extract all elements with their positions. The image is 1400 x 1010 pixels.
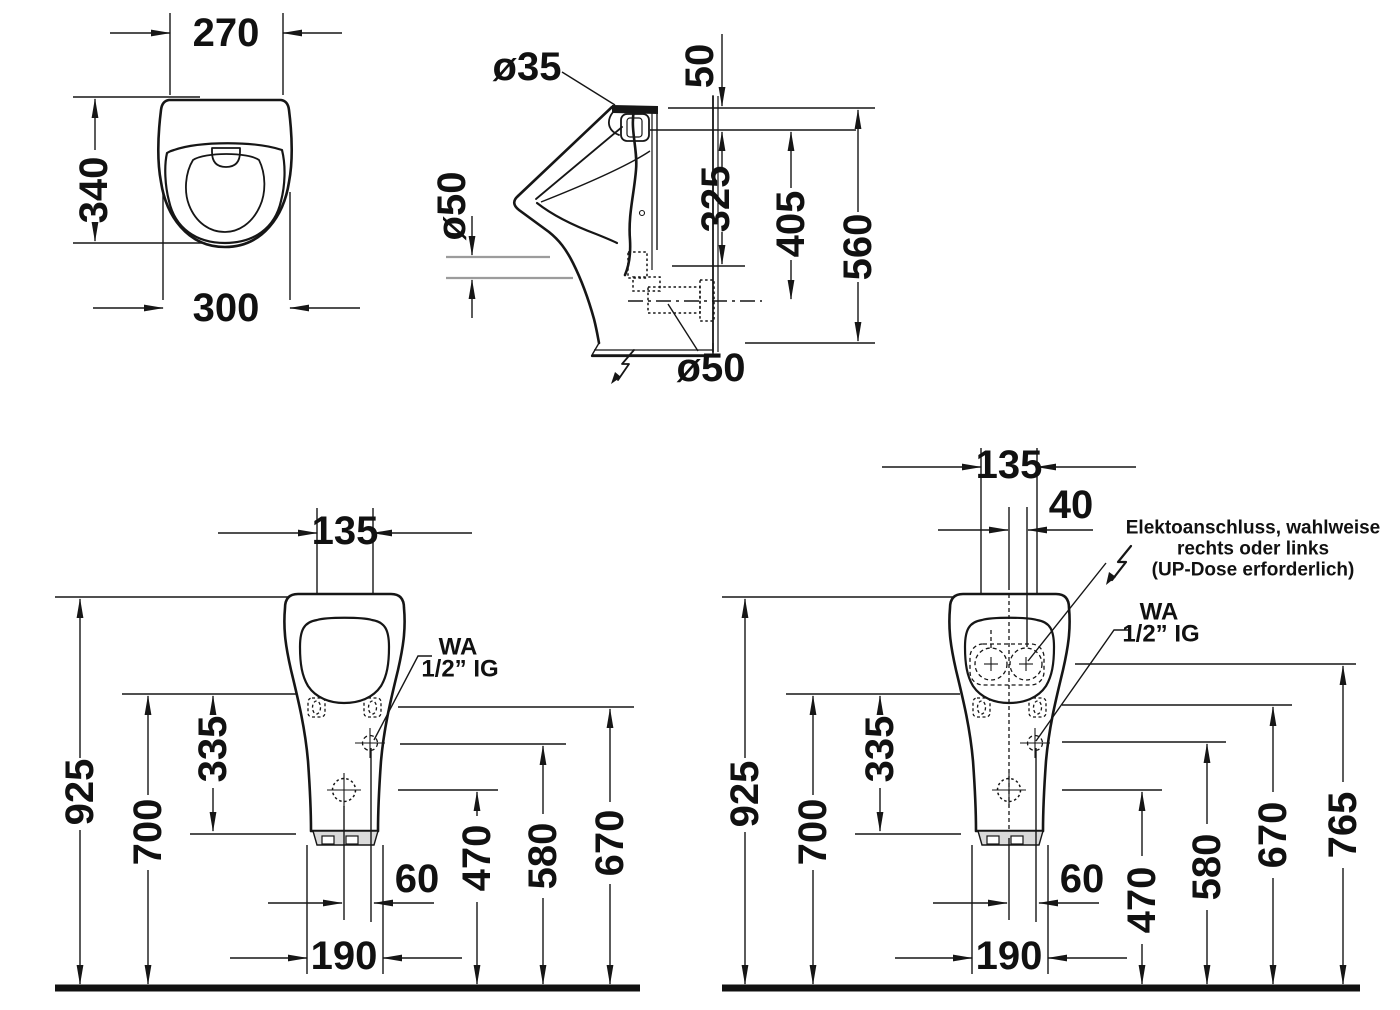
fixing-hole-left (307, 697, 326, 718)
dim-o50-bottom: ø50 (677, 346, 746, 390)
wa-size-label-left: 1/2” IG (421, 656, 498, 683)
water-connection-label-right: WA 1/2” IG (1035, 599, 1200, 742)
dim-left-135: 135 (218, 508, 472, 593)
dim-o50-left: ø50 (430, 172, 474, 241)
dim-470-left: 470 (455, 825, 499, 892)
dim-left-670: 670 (398, 706, 634, 985)
dim-side-560: 560 (745, 109, 880, 344)
dim-50: 50 (678, 44, 722, 89)
dim-right-60: 60 (933, 748, 1104, 922)
dim-580-left: 580 (521, 823, 565, 890)
dim-left-190: 190 (230, 845, 462, 978)
wall-section (712, 95, 719, 353)
dim-925-right: 925 (723, 761, 767, 828)
dim-right-135: 135 (882, 443, 1136, 593)
dim-700-left: 700 (126, 799, 170, 866)
dim-325: 325 (694, 166, 738, 233)
water-connection-label-left: WA 1/2” IG (373, 634, 499, 741)
dim-right-700: 700 (786, 693, 960, 985)
dim-side-outlet-dia: ø50 (430, 172, 573, 318)
dim-405: 405 (769, 191, 813, 258)
dim-right-190: 190 (895, 845, 1127, 978)
updose-connections (969, 594, 1045, 830)
dim-470-right: 470 (1120, 867, 1164, 934)
dim-580-right: 580 (1185, 834, 1229, 901)
dim-front-width-bottom: 300 (93, 192, 360, 330)
dim-300: 300 (193, 286, 260, 330)
dim-right-670: 670 (1062, 704, 1295, 985)
spreader-front (211, 147, 241, 168)
electric-note-line3: (UP-Dose erforderlich) (1152, 560, 1355, 581)
dim-side-drain-pipe: ø50 (667, 303, 746, 390)
dim-765-right: 765 (1321, 792, 1365, 859)
dim-right-470: 470 (1062, 789, 1164, 985)
dim-335-left: 335 (191, 716, 235, 783)
dim-670-right: 670 (1251, 802, 1295, 869)
electric-note-line1: Elektoanschluss, wahlweise (1126, 518, 1381, 539)
front-view: 270 340 300 (72, 11, 360, 330)
dim-left-470: 470 (398, 789, 499, 985)
dim-side-50: 50 (650, 34, 875, 131)
install-view-right: 135 40 925 700 335 (722, 443, 1381, 992)
urinal-front-outline (157, 98, 293, 249)
wa-size-label-right: 1/2” IG (1122, 621, 1199, 648)
inlet-spreader (620, 113, 650, 142)
dim-560: 560 (836, 214, 880, 281)
lightning-bolt-icon-small (611, 349, 635, 384)
fixing-hole-right (363, 697, 382, 718)
dim-60-left: 60 (395, 857, 440, 901)
dim-left-335: 335 (190, 695, 296, 835)
dim-left-700: 700 (122, 693, 296, 985)
dim-60-right: 60 (1060, 857, 1105, 901)
dim-340: 340 (72, 157, 116, 224)
dim-190-right: 190 (976, 934, 1043, 978)
electric-connection-note: Elektoanschluss, wahlweise rechts oder l… (1027, 518, 1381, 662)
dim-side-405: 405 (769, 131, 813, 300)
wa-label-right: WA (1140, 599, 1179, 626)
dim-right-40: 40 (938, 483, 1093, 647)
dim-side-325: 325 (672, 131, 745, 267)
lightning-bolt-icon (1106, 544, 1133, 585)
dim-side-inlet: ø35 (493, 45, 616, 106)
urinal-side-outline (512, 105, 715, 358)
dim-335-right: 335 (858, 716, 902, 783)
wa-label-left: WA (439, 634, 478, 661)
dim-right-580: 580 (1062, 741, 1229, 985)
dim-left-580: 580 (400, 743, 566, 985)
side-view: ø35 50 325 405 560 (430, 34, 880, 390)
dim-40-right: 40 (1049, 483, 1094, 527)
dim-right-335: 335 (855, 695, 961, 835)
drain-crosshair (327, 773, 361, 807)
urinal-install-outline (283, 592, 406, 846)
dim-right-765: 765 (1075, 663, 1365, 985)
dim-670-left: 670 (588, 810, 632, 877)
dim-left-925: 925 (55, 596, 288, 985)
install-view-left: 135 925 700 335 60 (55, 508, 640, 992)
dim-o35: ø35 (493, 45, 562, 89)
dim-135-right: 135 (976, 443, 1043, 487)
dim-925-left: 925 (58, 759, 102, 826)
dim-190-left: 190 (311, 934, 378, 978)
electric-note-line2: rechts oder links (1177, 539, 1329, 560)
dim-front-height: 340 (72, 96, 203, 244)
dim-front-width-top: 270 (110, 11, 342, 95)
dim-right-925: 925 (722, 596, 953, 985)
dim-135-left: 135 (312, 509, 379, 553)
dim-left-60: 60 (268, 748, 439, 922)
dim-700-right: 700 (791, 799, 835, 866)
water-connection-crosshair (355, 728, 385, 758)
dim-270: 270 (193, 11, 260, 55)
hidden-drain-pipes (627, 251, 762, 322)
